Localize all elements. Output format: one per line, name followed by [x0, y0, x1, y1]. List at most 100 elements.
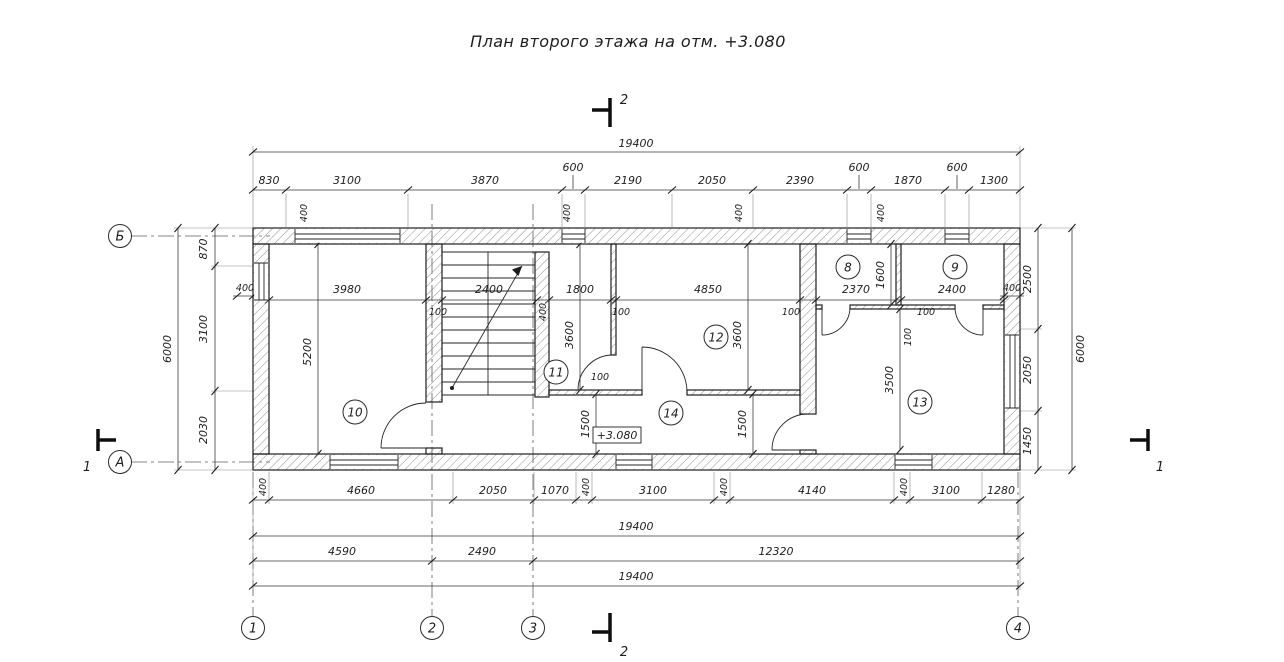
dim-text: 400 [719, 478, 730, 496]
axis-b: Б [116, 230, 125, 245]
dim-text: 4140 [798, 484, 826, 497]
dim-text: 3100 [197, 315, 210, 343]
dimension-texts-bottom: 400 4660 2050 1070 400 3100 400 4140 400… [258, 478, 1015, 583]
wall-room10-stub [425, 447, 443, 455]
stair-direction-arrow [451, 265, 523, 389]
dimension-texts-vertical: 5200 3600 1500 3600 1500 3500 1600 [301, 261, 896, 438]
wall-room10-stair [425, 243, 443, 403]
dim-total-bottom-2: 19400 [619, 570, 654, 583]
section-1-right-label: 1 [1156, 460, 1164, 475]
dim-text: 400 [538, 303, 549, 321]
windows [254, 229, 1019, 469]
partition-14-right [686, 389, 801, 396]
dim-total-right: 6000 [1074, 335, 1087, 363]
dimension-texts-right: 2500 2050 1450 6000 [1021, 265, 1087, 455]
dim-text: 400 [236, 283, 254, 294]
partition-89-13-b [849, 304, 956, 310]
dim-text: 100 [429, 307, 447, 318]
dim-text: 100 [612, 307, 630, 318]
room-9: 9 [951, 261, 959, 275]
dim-text: 600 [849, 161, 870, 174]
dim-text: 4850 [694, 283, 722, 296]
partition-8-9 [895, 243, 902, 306]
dim-text: 2050 [698, 174, 726, 187]
dim-text: 12320 [759, 545, 794, 558]
dim-text: 100 [917, 307, 935, 318]
dim-text: 870 [197, 239, 210, 260]
drawing-title: План второго этажа на отм. +3.080 [470, 32, 786, 51]
elevation-value: +3.080 [597, 429, 638, 442]
axis-3: 3 [529, 622, 537, 637]
room-12: 12 [708, 331, 723, 345]
dim-total-left: 6000 [161, 335, 174, 363]
dim-text: 3980 [333, 283, 361, 296]
dim-text: 400 [876, 204, 887, 222]
doors [380, 306, 984, 451]
dim-text: 100 [591, 372, 609, 383]
dim-text: 100 [782, 307, 800, 318]
room-10: 10 [347, 406, 363, 420]
dim-text: 2050 [479, 484, 507, 497]
dim-text: 400 [734, 204, 745, 222]
dim-total-bottom-1: 19400 [619, 520, 654, 533]
dim-text: 3100 [639, 484, 667, 497]
dimension-texts-left: 870 3100 2030 6000 [161, 239, 210, 445]
dim-text: 2190 [614, 174, 642, 187]
dim-text: 3100 [932, 484, 960, 497]
dim-text: 830 [259, 174, 280, 187]
dim-text: 400 [258, 478, 269, 496]
dim-text: 3600 [563, 321, 576, 349]
dim-text: 3870 [471, 174, 499, 187]
dim-text: 1600 [874, 261, 887, 289]
dim-text: 1450 [1021, 427, 1034, 455]
staircase [442, 251, 535, 396]
dim-text: 600 [947, 161, 968, 174]
dim-text: 1300 [980, 174, 1008, 187]
room-numbers: 8 9 10 11 12 13 14 [342, 254, 968, 426]
section-1-left-label: 1 [83, 460, 91, 475]
dim-text: 3100 [333, 174, 361, 187]
dimension-texts-interior: 3980 2400 1800 4850 2370 2400 400 400 10… [236, 283, 1021, 383]
dim-text: 2390 [786, 174, 814, 187]
outer-walls [252, 227, 1021, 471]
wall-12-13 [799, 243, 817, 415]
dim-text: 400 [1003, 283, 1021, 294]
dim-text: 2500 [1021, 265, 1034, 293]
axis-2: 2 [428, 622, 436, 637]
dim-total-top: 19400 [619, 137, 654, 150]
section-2-top-label: 2 [620, 93, 628, 108]
dim-text: 400 [562, 204, 573, 222]
dim-text: 2400 [475, 283, 503, 296]
dim-text: 1800 [566, 283, 594, 296]
wall-12-13-stub [799, 449, 817, 455]
dim-text: 2370 [842, 283, 870, 296]
room-13: 13 [912, 396, 927, 410]
dimension-lines [177, 151, 1073, 587]
dimension-texts-top: 19400 830 3100 3870 600 2190 2050 2390 6… [259, 137, 1009, 222]
window-glazing-lines [254, 229, 1019, 469]
dim-text: 1870 [894, 174, 922, 187]
wall-top [252, 227, 1021, 245]
partition-11-12 [610, 243, 617, 356]
dim-text: 1500 [736, 410, 749, 438]
axis-1: 1 [249, 622, 257, 637]
dim-text: 3500 [883, 366, 896, 394]
dim-text: 400 [299, 204, 310, 222]
extension-lines [174, 146, 1076, 590]
dim-text: 3600 [731, 321, 744, 349]
dim-text: 2490 [468, 545, 496, 558]
partition-14-left [548, 389, 643, 396]
dim-text: 4660 [347, 484, 375, 497]
section-2-bottom-label: 2 [620, 645, 628, 660]
dim-text: 400 [899, 478, 910, 496]
dim-text: 1070 [541, 484, 569, 497]
dim-text: 600 [563, 161, 584, 174]
axis-bubbles: Б А 1 2 3 4 [108, 224, 1030, 640]
partition-89-13-c [982, 304, 1005, 310]
dim-text: 1500 [579, 410, 592, 438]
axis-4: 4 [1014, 622, 1022, 637]
axis-a: А [115, 456, 125, 471]
room-11: 11 [548, 366, 563, 380]
